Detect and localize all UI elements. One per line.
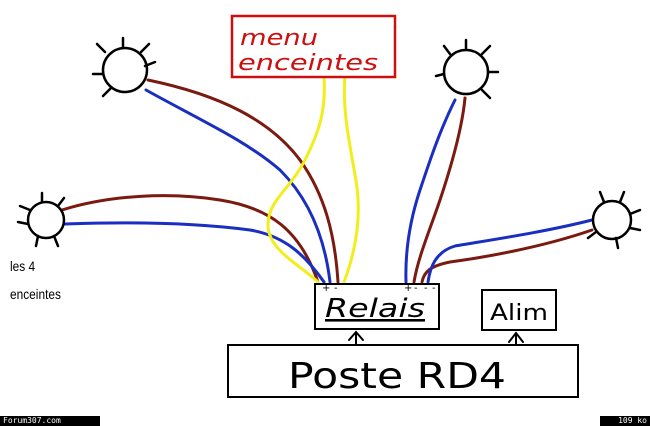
wire-menu-yellow-2 <box>342 74 360 284</box>
menu-label-line1: menu <box>240 26 318 51</box>
alim-box: Alim <box>481 289 557 331</box>
speaker-top-left <box>91 36 157 98</box>
wire-right-blue <box>426 218 594 284</box>
wire-top-right-red <box>412 96 467 284</box>
speaker-left <box>16 191 66 248</box>
arrow-alim <box>508 331 524 347</box>
wire-top-left-red <box>146 78 340 284</box>
poste-label: Poste RD4 <box>288 356 506 397</box>
relais-box-border <box>314 283 440 330</box>
poste-rd4-box: Poste RD4 <box>227 344 579 398</box>
relais-terminal-plus-1: + <box>322 283 330 294</box>
wire-right-red <box>420 228 594 284</box>
wires <box>60 74 594 284</box>
wire-top-right-blue <box>404 98 457 284</box>
relais-terminal-minus-2: - <box>414 283 418 294</box>
alim-box-border <box>481 289 557 331</box>
poste-box-border <box>227 344 579 398</box>
wire-left-red <box>60 194 320 284</box>
connector-arrows <box>348 330 524 347</box>
relais-terminal-minus-1: - <box>334 283 338 294</box>
relais-terminal-minus-3: - <box>424 283 428 294</box>
menu-enceintes-box: menu enceintes <box>230 14 397 79</box>
footer-file-size: 109 ko <box>600 416 650 426</box>
menu-box-border <box>230 14 397 79</box>
wire-menu-yellow-1 <box>266 74 326 284</box>
note-line-1: les 4 <box>10 258 36 274</box>
relais-label: Relais <box>325 294 425 324</box>
note-line-2: enceintes <box>10 286 61 302</box>
speaker-top-right <box>434 38 500 100</box>
footer-watermark: Forum307.com <box>0 416 100 426</box>
wire-top-left-blue <box>144 88 332 284</box>
speaker-right <box>586 190 642 250</box>
relais-terminal-minus-4: - <box>432 283 436 294</box>
alim-label: Alim <box>490 301 548 326</box>
wire-left-blue <box>63 221 326 284</box>
arrow-relais <box>348 330 364 347</box>
relais-box: Relais + - + - - - <box>314 283 440 330</box>
menu-label-line2: enceintes <box>238 51 378 76</box>
relais-terminal-plus-2: + <box>404 283 412 294</box>
